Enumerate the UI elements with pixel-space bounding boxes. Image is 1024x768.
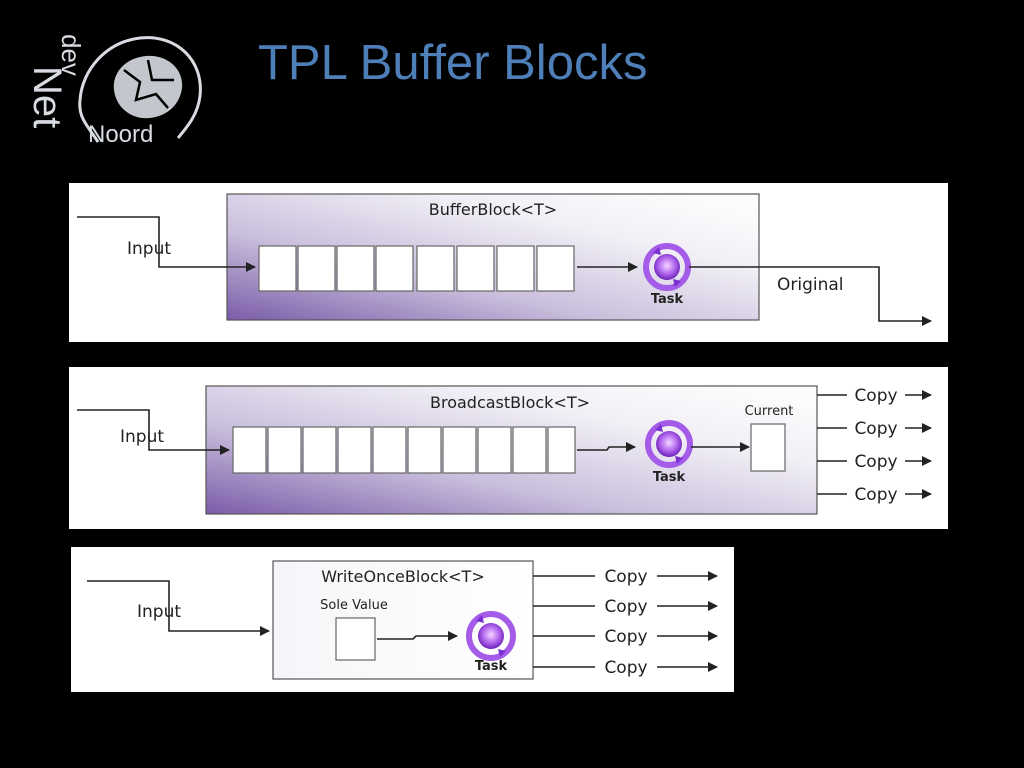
copy-output-label: Copy — [604, 658, 647, 678]
task-icon — [466, 611, 516, 661]
devnet-noord-logo: dev Net Noord — [28, 34, 202, 148]
copy-outputs: Copy Copy Copy Copy — [533, 566, 718, 678]
sole-value-label: Sole Value — [320, 598, 388, 613]
logo-noord-text: Noord — [88, 121, 153, 148]
broadcast-block-label: BroadcastBlock<T> — [430, 393, 590, 412]
input-arrow — [87, 580, 270, 636]
copy-output-label: Copy — [604, 567, 647, 587]
copy-output-label: Copy — [604, 597, 647, 617]
copy-output-label: Copy — [854, 485, 897, 505]
input-arrow — [77, 216, 256, 272]
task-label: Task — [653, 470, 686, 485]
copy-output-label: Copy — [854, 452, 897, 472]
copy-output-label: Copy — [854, 386, 897, 406]
queue-slot — [232, 426, 267, 474]
queue-slot — [547, 426, 576, 474]
queue-slot — [442, 426, 477, 474]
queue-slot — [477, 426, 512, 474]
queue-slot — [267, 426, 302, 474]
queue-slots — [232, 426, 576, 474]
queue-slot — [416, 245, 455, 292]
output-arrow — [689, 266, 932, 326]
queue-slot — [297, 245, 336, 292]
current-label: Current — [745, 404, 794, 419]
task-icon — [645, 420, 693, 468]
slide-title: TPL Buffer Blocks — [258, 36, 648, 90]
writeonce-block-label: WriteOnceBlock<T> — [321, 567, 484, 586]
input-label: Input — [127, 239, 171, 259]
queue-slot — [336, 245, 375, 292]
queue-slot — [372, 426, 407, 474]
queue-slot — [337, 426, 372, 474]
input-label: Input — [120, 427, 164, 447]
copy-outputs: Copy Copy Copy Copy — [817, 385, 932, 505]
queue-slot — [456, 245, 495, 292]
queue-slot — [512, 426, 547, 474]
value-to-task-arrow — [377, 631, 458, 641]
queue-slots — [258, 245, 575, 292]
input-label: Input — [137, 602, 181, 622]
output-label: Original — [777, 275, 844, 295]
queue-slot — [302, 426, 337, 474]
queue-slot — [407, 426, 442, 474]
copy-output-label: Copy — [604, 627, 647, 647]
queue-to-task-arrow — [577, 442, 636, 452]
head-with-map-icon — [78, 36, 202, 143]
logo-dev-text: dev — [56, 34, 86, 76]
input-arrow — [77, 409, 230, 455]
logo-net-text: Net — [28, 66, 69, 128]
queue-slot — [496, 245, 535, 292]
buffer-block-diagram: BufferBlock<T> Input Task Original — [69, 183, 948, 342]
task-label: Task — [475, 659, 508, 674]
queue-slot — [536, 245, 575, 292]
buffer-block-label: BufferBlock<T> — [429, 200, 557, 219]
copy-output-label: Copy — [854, 419, 897, 439]
current-value-slot — [750, 423, 786, 472]
queue-slot — [258, 245, 297, 292]
task-label: Task — [651, 292, 684, 307]
writeonce-block-diagram: WriteOnceBlock<T> Input Sole Value Task … — [71, 547, 734, 692]
task-icon — [643, 243, 691, 291]
sole-value-slot — [335, 617, 376, 661]
broadcast-block-diagram: BroadcastBlock<T> Input Task Current — [69, 367, 948, 529]
queue-slot — [375, 245, 414, 292]
